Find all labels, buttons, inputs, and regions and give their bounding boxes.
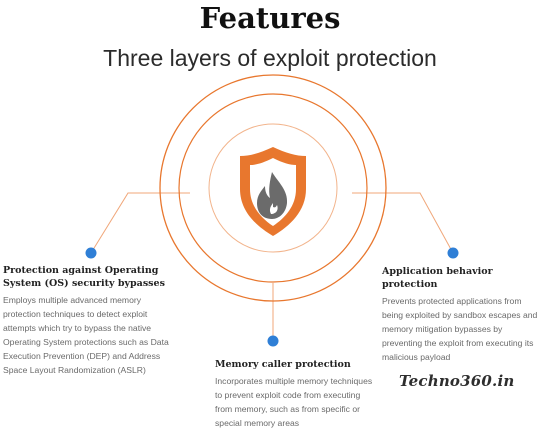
connector-app [352, 192, 454, 254]
feature-app-behavior: Application behavior protection Prevents… [382, 265, 540, 364]
feature-heading: Protection against Operating System (OS)… [3, 265, 165, 289]
feature-description: Incorporates multiple memory techniques … [215, 376, 373, 428]
feature-heading: Memory caller protection [215, 359, 351, 370]
inner-ring [208, 123, 338, 253]
marker-dot-memory [267, 335, 279, 347]
marker-dot-app [447, 247, 459, 259]
page-title: Features [199, 1, 341, 35]
flame-icon [257, 172, 288, 219]
middle-ring [178, 93, 368, 283]
marker-dot-os [85, 247, 97, 259]
feature-description: Prevents protected applications from bei… [382, 296, 538, 362]
connector-os [90, 192, 190, 254]
feature-memory-caller: Memory caller protection Incorporates mu… [215, 358, 375, 430]
page-subtitle: Three layers of exploit protection [103, 45, 437, 71]
feature-heading: Application behavior protection [382, 266, 493, 290]
site-watermark: Techno360.in [399, 372, 515, 390]
feature-description: Employs multiple advanced memory protect… [3, 295, 169, 375]
shield-flame-icon [240, 147, 306, 236]
outer-ring [159, 74, 387, 302]
feature-os-protection: Protection against Operating System (OS)… [3, 264, 171, 377]
